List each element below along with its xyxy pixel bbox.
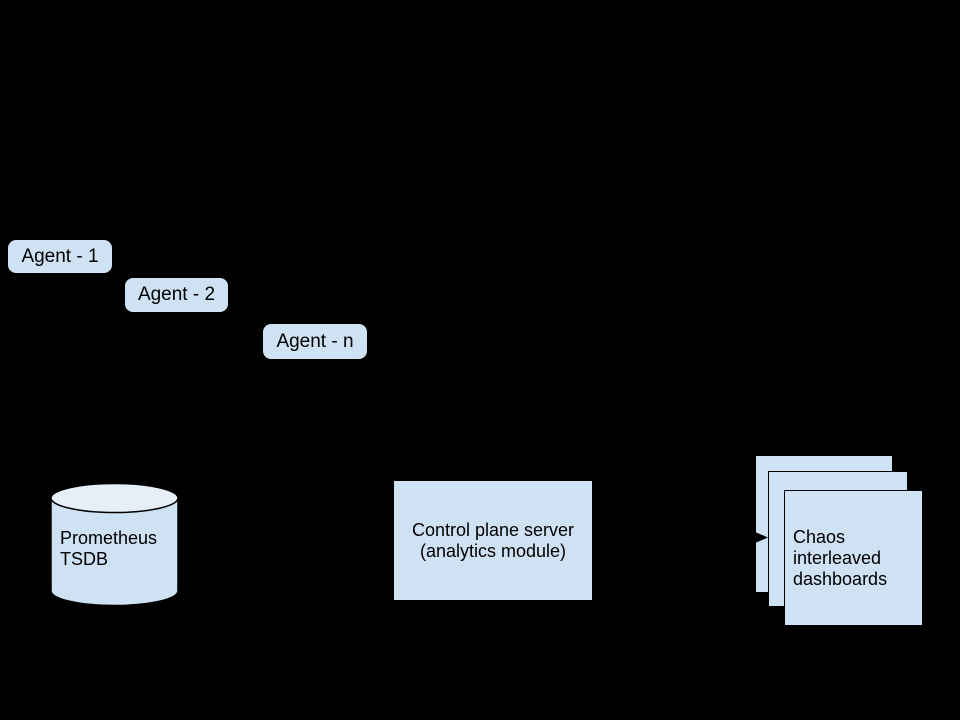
agent-2-label: Agent - 2 <box>137 284 216 305</box>
agent-n-label: Agent - n <box>276 330 354 352</box>
dashboard-card-front: Chaos interleaved dashboards <box>784 490 923 626</box>
control-plane-server-node: Control plane server (analytics module) <box>393 480 593 601</box>
agent-2-node: Agent - 2 <box>125 278 228 312</box>
prometheus-cylinder <box>50 482 179 607</box>
control-plane-server-label: Control plane server (analytics module) <box>411 519 575 561</box>
server-to-dashboards-arrow <box>593 531 768 544</box>
chaos-dashboards-label: Chaos interleaved dashboards <box>793 526 888 589</box>
cylinder-body <box>50 497 179 607</box>
cylinder-top <box>50 482 179 514</box>
agent-1-node: Agent - 1 <box>8 240 112 273</box>
agent-1-label: Agent - 1 <box>21 245 99 267</box>
agent-n-node: Agent - n <box>263 324 367 359</box>
prometheus-tsdb-label: Prometheus TSDB <box>60 528 158 569</box>
arrowhead-icon <box>754 531 768 544</box>
